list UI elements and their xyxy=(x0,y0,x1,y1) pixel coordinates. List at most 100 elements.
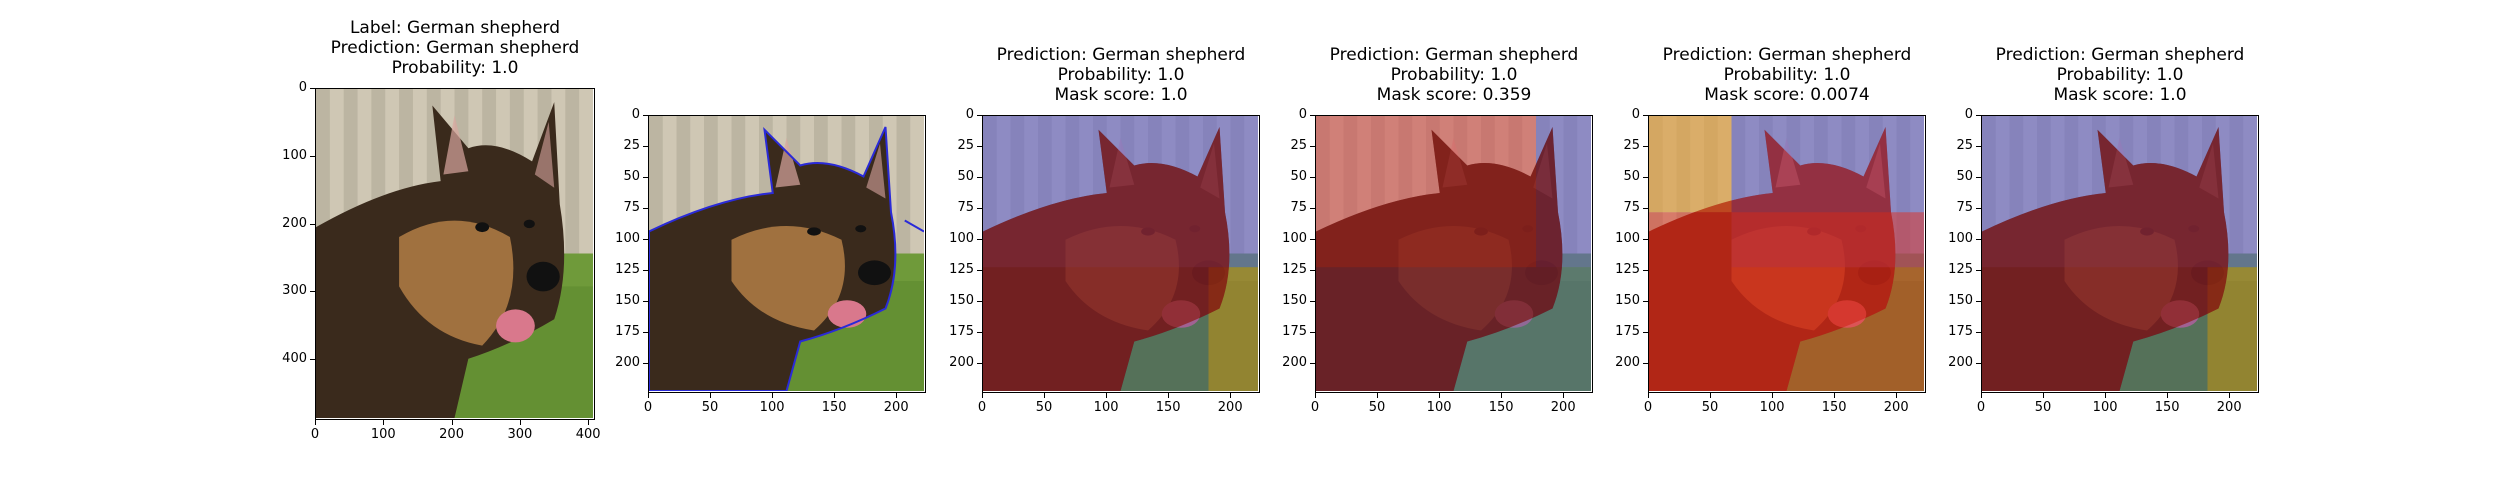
panel-title-line: Prediction: German shepherd xyxy=(330,38,580,58)
x-tick-label: 200 xyxy=(1217,400,1243,415)
y-tick-mark xyxy=(1310,332,1315,334)
y-tick-label: 200 xyxy=(1615,355,1640,371)
y-tick-mark xyxy=(1643,239,1648,241)
x-tick-mark xyxy=(1230,393,1232,398)
x-tick-label: 100 xyxy=(1426,400,1452,415)
y-tick-label: 100 xyxy=(1282,231,1307,247)
x-tick-label: 0 xyxy=(310,427,320,442)
y-tick-mark xyxy=(977,177,982,179)
dog-tongue xyxy=(496,309,535,343)
y-tick-label: 25 xyxy=(1956,138,1973,154)
dog-image xyxy=(316,89,593,418)
x-tick-label: 200 xyxy=(2216,400,2242,415)
y-tick-label: 150 xyxy=(1282,293,1307,309)
x-tick-label: 50 xyxy=(701,400,719,415)
x-tick-label: 400 xyxy=(575,427,601,442)
x-tick-label: 50 xyxy=(1368,400,1386,415)
y-tick-mark xyxy=(977,146,982,148)
y-tick-mark xyxy=(1310,270,1315,272)
y-tick-label: 150 xyxy=(615,293,640,309)
y-tick-mark xyxy=(310,155,315,157)
x-tick-label: 0 xyxy=(1310,400,1320,415)
y-tick-mark xyxy=(1643,363,1648,365)
dog-image xyxy=(649,116,924,391)
x-tick-mark xyxy=(1896,393,1898,398)
x-tick-label: 0 xyxy=(1643,400,1653,415)
y-tick-mark xyxy=(977,363,982,365)
y-tick-label: 125 xyxy=(1948,262,1973,278)
y-tick-label: 50 xyxy=(1623,169,1640,185)
y-tick-mark xyxy=(643,146,648,148)
image-axes xyxy=(982,115,1260,393)
y-tick-label: 100 xyxy=(615,231,640,247)
panel-title-line: Prediction: German shepherd xyxy=(1329,45,1579,65)
dog-nose xyxy=(858,260,891,286)
y-tick-label: 100 xyxy=(1948,231,1973,247)
x-tick-mark xyxy=(2105,393,2107,398)
y-tick-label: 175 xyxy=(615,324,640,340)
x-tick-label: 150 xyxy=(1488,400,1514,415)
x-tick-label: 100 xyxy=(370,427,396,442)
y-tick-mark xyxy=(1643,208,1648,210)
y-tick-mark xyxy=(1976,363,1981,365)
x-tick-mark xyxy=(834,393,836,398)
y-tick-label: 0 xyxy=(1964,107,1973,122)
image-axes xyxy=(1648,115,1926,393)
y-tick-label: 25 xyxy=(1290,138,1307,154)
y-tick-label: 100 xyxy=(1615,231,1640,247)
panel-title-line: Label: German shepherd xyxy=(349,18,561,38)
y-tick-mark xyxy=(977,301,982,303)
y-tick-label: 175 xyxy=(1948,324,1973,340)
y-tick-mark xyxy=(1976,270,1981,272)
y-tick-mark xyxy=(643,177,648,179)
y-tick-label: 125 xyxy=(615,262,640,278)
panel-title-line: Probability: 1.0 xyxy=(1723,65,1851,85)
image-axes xyxy=(315,88,595,420)
y-tick-mark xyxy=(1976,332,1981,334)
y-tick-label: 300 xyxy=(282,283,307,299)
y-tick-label: 50 xyxy=(623,169,640,185)
y-tick-mark xyxy=(1310,301,1315,303)
x-tick-label: 200 xyxy=(1883,400,1909,415)
y-tick-mark xyxy=(1643,270,1648,272)
panel-title-line: Probability: 1.0 xyxy=(1390,65,1518,85)
y-tick-mark xyxy=(1643,177,1648,179)
y-tick-mark xyxy=(1310,208,1315,210)
y-tick-label: 150 xyxy=(1615,293,1640,309)
x-tick-mark xyxy=(1106,393,1108,398)
x-tick-label: 50 xyxy=(1701,400,1719,415)
y-tick-mark xyxy=(310,223,315,225)
y-tick-label: 75 xyxy=(623,200,640,216)
y-tick-label: 50 xyxy=(957,169,974,185)
dog-nose xyxy=(526,261,560,292)
y-tick-label: 100 xyxy=(282,147,307,163)
y-tick-label: 0 xyxy=(631,107,640,122)
y-tick-mark xyxy=(977,332,982,334)
y-tick-label: 50 xyxy=(1956,169,1973,185)
y-tick-label: 0 xyxy=(298,80,307,95)
segment-contour xyxy=(649,126,897,391)
x-tick-mark xyxy=(1648,393,1649,398)
x-tick-mark xyxy=(982,393,983,398)
x-tick-label: 100 xyxy=(2092,400,2118,415)
y-tick-label: 175 xyxy=(1282,324,1307,340)
panel-title-line: Mask score: 0.359 xyxy=(1376,85,1532,105)
y-tick-label: 150 xyxy=(949,293,974,309)
panel-title-line: Probability: 1.0 xyxy=(2056,65,2184,85)
y-tick-label: 175 xyxy=(1615,324,1640,340)
x-tick-mark xyxy=(1439,393,1441,398)
y-tick-mark xyxy=(1310,146,1315,148)
x-tick-mark xyxy=(1377,393,1379,398)
x-tick-label: 150 xyxy=(821,400,847,415)
x-tick-mark xyxy=(383,420,385,425)
y-tick-label: 75 xyxy=(1623,200,1640,216)
y-tick-label: 200 xyxy=(949,355,974,371)
y-tick-mark xyxy=(1976,146,1981,148)
x-tick-label: 0 xyxy=(643,400,653,415)
x-tick-label: 150 xyxy=(1821,400,1847,415)
y-tick-mark xyxy=(643,363,648,365)
dog-figure xyxy=(316,102,565,418)
